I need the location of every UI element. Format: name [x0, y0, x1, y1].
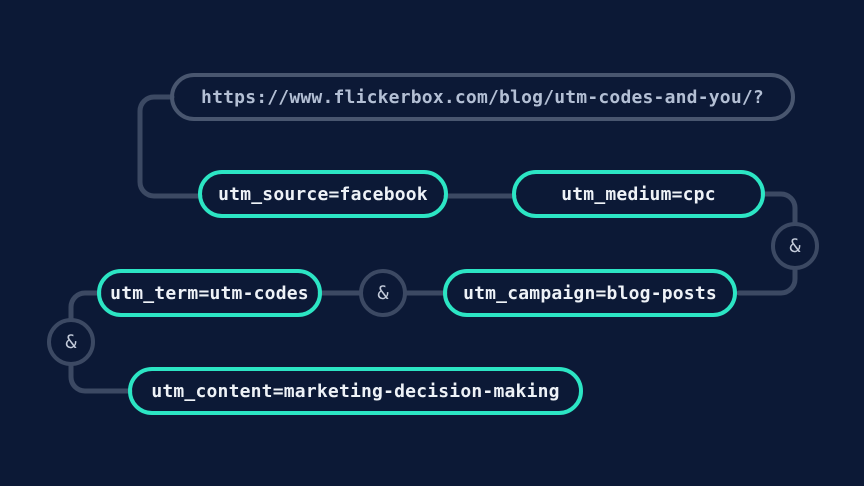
utm-term-pill: utm_term=utm-codes — [97, 269, 322, 317]
utm-source-pill: utm_source=facebook — [198, 170, 448, 218]
utm-campaign-pill: utm_campaign=blog-posts — [443, 269, 737, 317]
ampersand-joiner-center: & — [359, 269, 407, 317]
ampersand-joiner-left: & — [47, 318, 95, 366]
url-bar-pill: https://www.flickerbox.com/blog/utm-code… — [170, 73, 795, 121]
connector-paths — [68, 94, 798, 394]
utm-medium-pill: utm_medium=cpc — [512, 170, 765, 218]
utm-content-pill: utm_content=marketing-decision-making — [128, 367, 583, 415]
ampersand-joiner-right: & — [771, 222, 819, 270]
